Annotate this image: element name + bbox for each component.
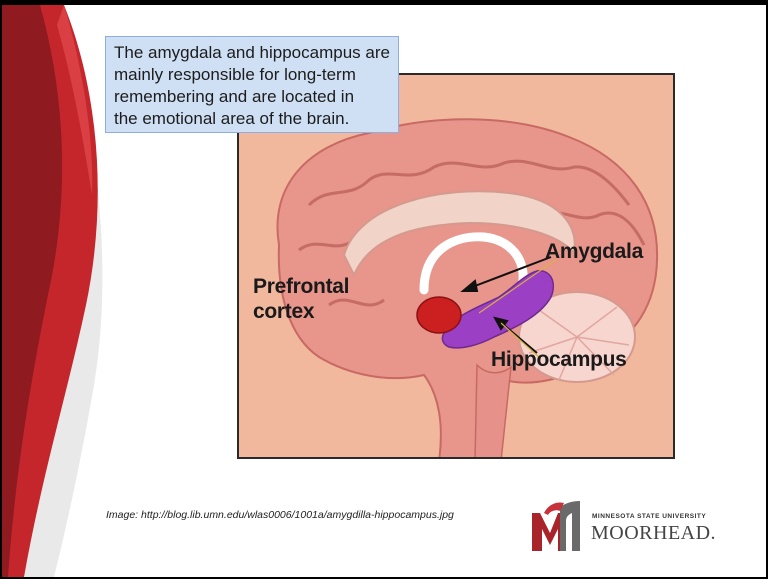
university-logo-icon: [530, 499, 584, 553]
prefrontal-label-line2: cortex: [253, 299, 349, 324]
prefrontal-cortex-label: Prefrontal cortex: [253, 274, 349, 324]
callout-line: remembering and are located in: [114, 86, 390, 108]
amygdala-label: Amygdala: [545, 240, 643, 264]
slide: Amygdala Hippocampus Prefrontal cortex T…: [2, 5, 766, 577]
callout-line: the emotional area of the brain.: [114, 108, 390, 130]
logo-university-line: MINNESOTA STATE UNIVERSITY: [592, 513, 706, 520]
image-source-caption: Image: http://blog.lib.umn.edu/wlas0006/…: [106, 509, 454, 521]
prefrontal-label-line1: Prefrontal: [253, 274, 349, 299]
logo-moorhead-wordmark: MOORHEAD.: [591, 522, 716, 545]
callout-line: mainly responsible for long-term: [114, 64, 390, 86]
hippocampus-label: Hippocampus: [491, 348, 627, 372]
callout-textbox: The amygdala and hippocampus are mainly …: [105, 36, 399, 133]
amygdala-region-icon: [417, 297, 461, 333]
brainstem: [475, 365, 511, 459]
callout-line: The amygdala and hippocampus are: [114, 42, 390, 64]
